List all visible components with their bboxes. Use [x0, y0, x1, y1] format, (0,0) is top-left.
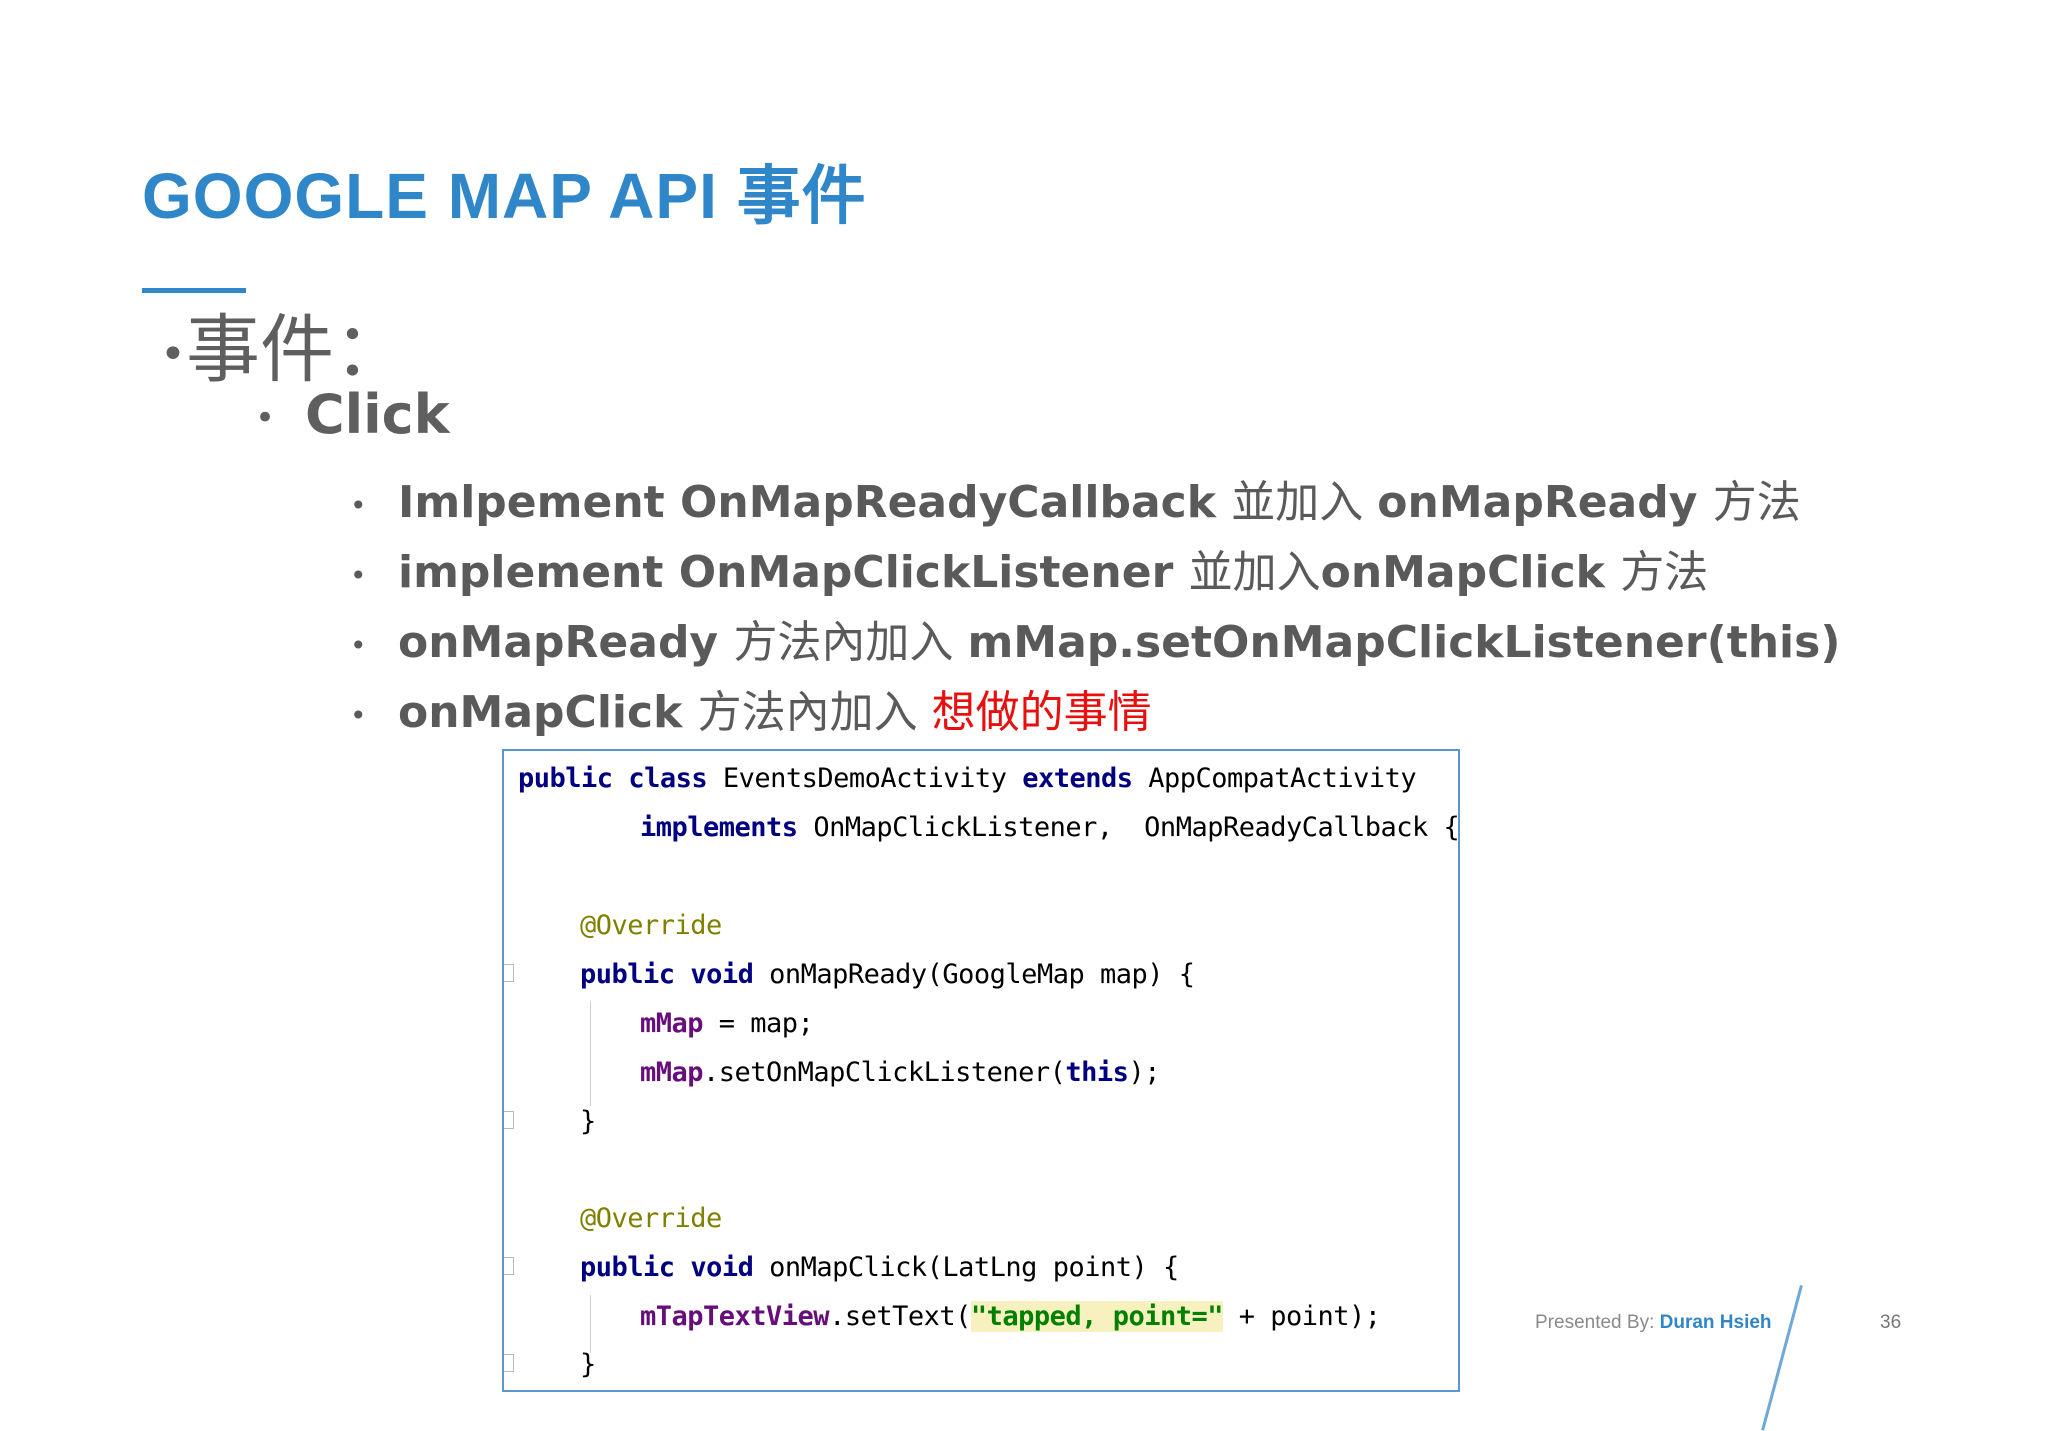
bullet-level3-item: • onMapClick 方法內加入 想做的事情: [350, 676, 1152, 740]
bullet-text-part: mMap.setOnMapClickListener(this): [967, 617, 1841, 668]
code-keyword: void: [690, 1252, 754, 1283]
code-string: "tapped, point=": [970, 1301, 1223, 1332]
code-text: }: [580, 1349, 596, 1380]
presenter-name: Duran Hsieh: [1659, 1312, 1772, 1333]
code-keyword: extends: [1022, 763, 1133, 794]
code-text: OnMapClickListener, OnMapReadyCallback {: [797, 812, 1460, 843]
code-keyword: implements: [640, 812, 798, 843]
code-field: mMap: [640, 1057, 704, 1088]
title-underline: [142, 288, 246, 293]
code-keyword: public: [518, 763, 613, 794]
fold-marker-icon[interactable]: [504, 1354, 514, 1372]
bullet-text-part: onMapClick: [398, 687, 698, 738]
fold-marker-icon[interactable]: [504, 964, 514, 982]
bullet-text-part: onMapClick: [1320, 547, 1621, 598]
code-annotation: @Override: [580, 1203, 722, 1234]
slide-title: GOOGLE MAP API 事件: [142, 160, 867, 232]
bullet-level2-text: Click: [305, 383, 450, 446]
decorative-slash: [1761, 1285, 1803, 1431]
bullet-text-part: 方法內加入: [733, 617, 968, 668]
indent-guide: [590, 1001, 591, 1106]
bullet-dot: •: [160, 328, 186, 380]
bullet-dot: •: [350, 628, 367, 662]
code-text: }: [580, 1106, 596, 1137]
bullet-text-part: implement OnMapClickListener: [398, 547, 1189, 598]
code-line: public class EventsDemoActivity extends …: [518, 763, 1417, 794]
bullet-level3-item: • Imlpement OnMapReadyCallback 並加入 onMapR…: [350, 466, 1801, 530]
code-keyword: public: [580, 959, 675, 990]
fold-marker-icon[interactable]: [504, 1257, 514, 1275]
bullet-dot: •: [350, 698, 367, 732]
bullet-text-part: onMapReady: [1377, 477, 1713, 528]
code-keyword: public: [580, 1252, 675, 1283]
code-screenshot: public class EventsDemoActivity extends …: [502, 749, 1460, 1392]
code-field: mTapTextView: [640, 1301, 830, 1332]
indent-guide: [590, 1295, 591, 1353]
bullet-level1-text: 事件：: [186, 307, 408, 393]
code-line: mMap.setOnMapClickListener(this);: [640, 1057, 1160, 1088]
bullet-level3-item: • onMapReady 方法內加入 mMap.setOnMapClickList…: [350, 606, 1840, 670]
code-line: }: [580, 1349, 596, 1380]
presenter-credit: Presented By: Duran Hsieh: [1535, 1312, 1772, 1334]
code-line: implements OnMapClickListener, OnMapRead…: [640, 812, 1460, 843]
code-text: + point);: [1222, 1301, 1381, 1332]
bullet-text-part: 並加入: [1231, 477, 1378, 528]
code-keyword: class: [628, 763, 708, 794]
fold-marker-icon[interactable]: [504, 1111, 514, 1129]
code-text: = map;: [703, 1008, 814, 1039]
code-text: );: [1128, 1057, 1160, 1088]
bullet-level3-item: • implement OnMapClickListener 並加入onMapCl…: [350, 536, 1708, 600]
code-line: @Override: [580, 910, 722, 941]
code-line: mTapTextView.setText("tapped, point=" + …: [640, 1301, 1381, 1332]
bullet-dot: •: [350, 558, 367, 592]
code-keyword: this: [1065, 1057, 1129, 1088]
page-number: 36: [1880, 1312, 1902, 1333]
code-line: public void onMapReady(GoogleMap map) {: [580, 959, 1195, 990]
bullet-text-part: 方法: [1620, 547, 1709, 598]
code-line: public void onMapClick(LatLng point) {: [580, 1252, 1179, 1283]
emphasis-text: 想做的事情: [931, 687, 1152, 738]
code-annotation: @Override: [580, 910, 722, 941]
bullet-text-part: 方法內加入: [697, 687, 932, 738]
presenter-label: Presented By:: [1535, 1312, 1660, 1333]
code-text: EventsDemoActivity: [707, 763, 1023, 794]
code-text: AppCompatActivity: [1132, 763, 1417, 794]
bullet-level1: •事件：: [160, 290, 408, 397]
code-line: @Override: [580, 1203, 722, 1234]
bullet-text-part: onMapReady: [398, 617, 734, 668]
code-text: .setText(: [829, 1301, 971, 1332]
bullet-dot: •: [350, 488, 367, 522]
code-line: mMap = map;: [640, 1008, 814, 1039]
code-keyword: void: [690, 959, 754, 990]
code-field: mMap: [640, 1008, 704, 1039]
bullet-text-part: 方法: [1712, 477, 1801, 528]
code-line: }: [580, 1106, 596, 1137]
code-text: onMapReady(GoogleMap map) {: [753, 959, 1195, 990]
bullet-text-part: Imlpement OnMapReadyCallback: [398, 477, 1232, 528]
bullet-text-part: 並加入: [1188, 547, 1321, 598]
code-text: onMapClick(LatLng point) {: [753, 1252, 1179, 1283]
bullet-dot: •: [255, 398, 276, 439]
bullet-level2: • Click: [255, 383, 450, 446]
code-text: .setOnMapClickListener(: [703, 1057, 1066, 1088]
